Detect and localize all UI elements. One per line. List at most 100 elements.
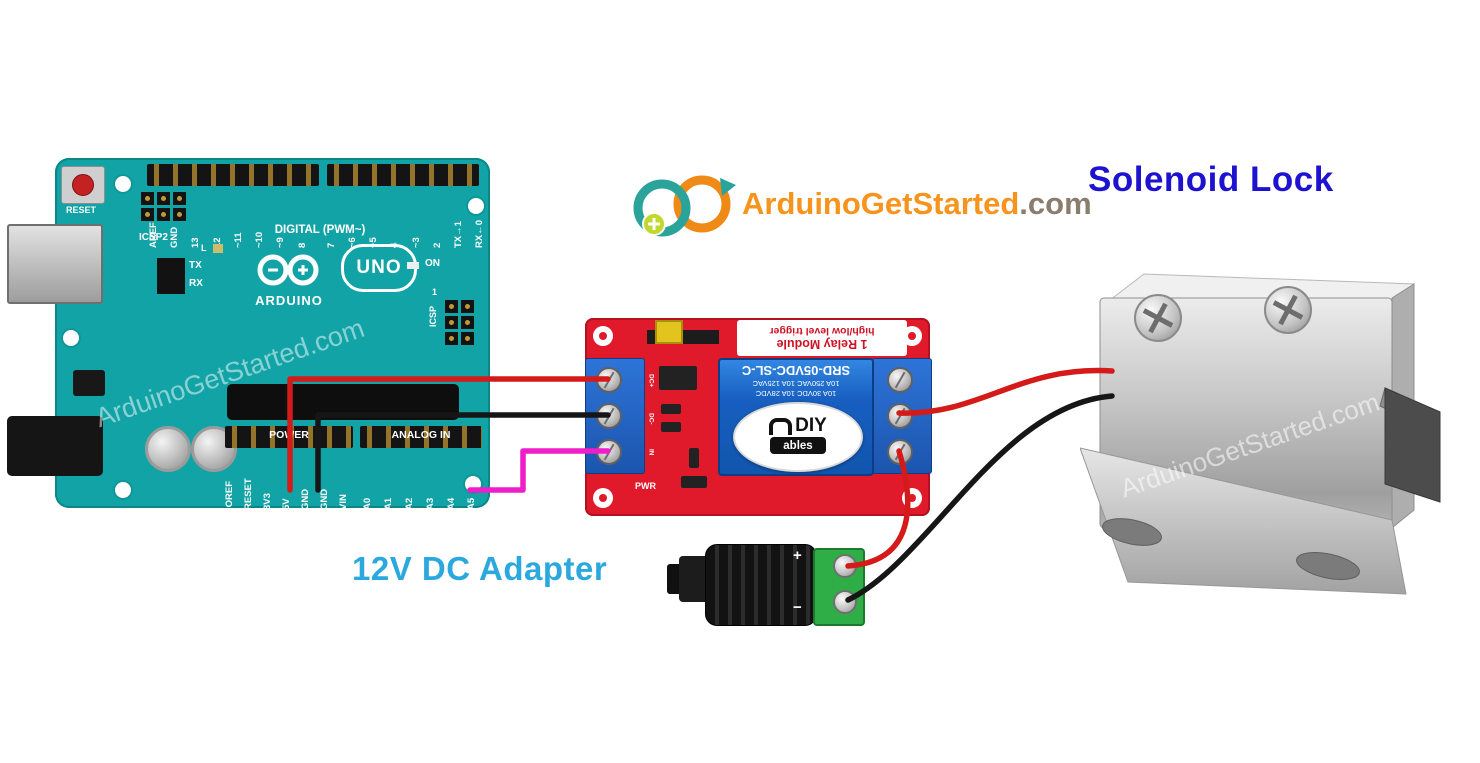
terminal-screw <box>596 439 622 465</box>
icsp2-header <box>141 192 186 221</box>
usb-port <box>7 224 103 304</box>
analog-section-label: ANALOG IN <box>391 429 451 441</box>
mounting-hole <box>468 198 484 214</box>
brand-text: ArduinoGetStarted.com <box>742 186 1092 222</box>
relay-cube: SRD-05VDC-SL-C 10A 250VAC 10A 125VAC 10A… <box>718 358 874 476</box>
diyables-logo: DIY ables <box>733 402 863 472</box>
relay-title-line1: 1 Relay Module <box>776 337 868 352</box>
uno-badge: UNO <box>341 244 417 292</box>
relay-module: 1 Relay Module high/low level trigger DC… <box>585 318 932 516</box>
mounting-hole <box>63 330 79 346</box>
pwr-led-label: PWR <box>635 481 656 491</box>
pin-label: 13 <box>190 237 202 248</box>
solenoid-lock-label: Solenoid Lock <box>1088 160 1334 199</box>
pin-label: 5V <box>281 498 293 510</box>
header-pin <box>461 300 474 313</box>
icsp2-label: ICSP2 <box>139 232 168 243</box>
relay-input-labels: DC+ DC- IN <box>647 362 655 468</box>
pcb-hole <box>593 488 613 508</box>
infinity-right-loop <box>287 254 319 286</box>
barrel-tip <box>667 564 681 594</box>
voltage-regulator <box>73 370 105 396</box>
icsp-header <box>445 300 474 345</box>
reset-button-cap <box>72 174 94 196</box>
digital-header-right <box>327 164 479 186</box>
pcb-hole-center <box>908 494 916 502</box>
pin-label: IOREF <box>224 480 235 510</box>
solenoid-lock <box>1080 273 1441 595</box>
pin-label: A3 <box>424 497 436 510</box>
pin-label: RX←0 <box>474 220 486 248</box>
mounting-hole <box>115 176 131 192</box>
pin-label: VIN <box>338 494 350 510</box>
rx-label: RX <box>189 278 203 289</box>
pin-label: 2 <box>431 242 443 248</box>
pcb-hole <box>902 488 922 508</box>
brand-infinity-icon <box>633 175 736 237</box>
screw-slot <box>1148 302 1168 334</box>
smd-component <box>681 476 707 488</box>
pin-label: 3V3 <box>262 493 274 510</box>
solenoid-screw <box>1264 286 1312 334</box>
power-pin-labels: IOREF RESET 3V3 5V GND GND VIN <box>224 452 350 510</box>
logo-arrow <box>720 178 736 196</box>
optocoupler-chip <box>659 366 697 390</box>
header-pin <box>173 208 186 221</box>
on-label: ON <box>425 258 440 269</box>
brand-suffix: .com <box>1019 186 1092 221</box>
arduino-brand-label: ARDUINO <box>255 293 323 308</box>
header-pin <box>157 192 170 205</box>
terminal-screw <box>887 439 913 465</box>
logo-right-loop <box>673 175 731 233</box>
diyables-bracket-icon <box>769 418 793 435</box>
reset-button <box>61 166 105 204</box>
relay-silkscreen-title: 1 Relay Module high/low level trigger <box>737 320 907 356</box>
header-pin <box>445 300 458 313</box>
relay-output-terminal <box>872 358 932 474</box>
barrel-neck <box>679 556 709 602</box>
header-pin <box>445 332 458 345</box>
header-pin <box>141 192 154 205</box>
digital-header-left <box>147 164 319 186</box>
pcb-hole <box>902 326 922 346</box>
terminal-screw <box>833 590 857 614</box>
relay-title-line2: high/low level trigger <box>769 324 875 337</box>
icsp-pin1-label: 1 <box>432 287 438 297</box>
terminal-label: IN <box>647 449 655 456</box>
dc-adapter-plug: + − <box>665 538 875 633</box>
pin-label: ~11 <box>232 232 244 248</box>
terminal-label: DC- <box>647 412 655 425</box>
pin-label: A2 <box>403 497 415 510</box>
header-pin <box>141 208 154 221</box>
jumper-cap <box>655 320 683 344</box>
header-pin <box>173 192 186 205</box>
relay-model-text: SRD-05VDC-SL-C <box>741 363 851 378</box>
usb-interface-chip <box>157 258 185 294</box>
terminal-screw <box>596 403 622 429</box>
pin-label: ~3 <box>410 237 422 248</box>
pin-label: GND <box>319 488 331 510</box>
terminal-screw <box>596 367 622 393</box>
bracket-hole <box>1296 552 1360 580</box>
pin-label: A5 <box>466 497 478 510</box>
capacitor <box>145 426 191 472</box>
pcb-hole-center <box>908 332 916 340</box>
header-pin <box>157 208 170 221</box>
pin-label: 7 <box>325 242 337 248</box>
pin-label: A1 <box>382 497 394 510</box>
on-led <box>407 262 419 269</box>
pin-label: ~9 <box>275 237 287 248</box>
pin-label: ~5 <box>368 237 380 248</box>
arduino-uno-board: RESET ICSP2 AREF GND 13 12 ~11 ~10 ~9 8 … <box>7 158 490 510</box>
smd-component <box>661 404 681 414</box>
smd-component <box>689 448 699 468</box>
terminal-screw <box>887 367 913 393</box>
pin-label: ~6 <box>346 237 358 248</box>
pin-label: 8 <box>296 242 308 248</box>
screw-slot <box>1278 294 1298 326</box>
plug-body <box>705 544 817 626</box>
mounting-hole <box>115 482 131 498</box>
latch-bolt <box>1384 387 1441 503</box>
pin-label: GND <box>169 226 181 248</box>
pin-label: 4 <box>389 242 401 248</box>
